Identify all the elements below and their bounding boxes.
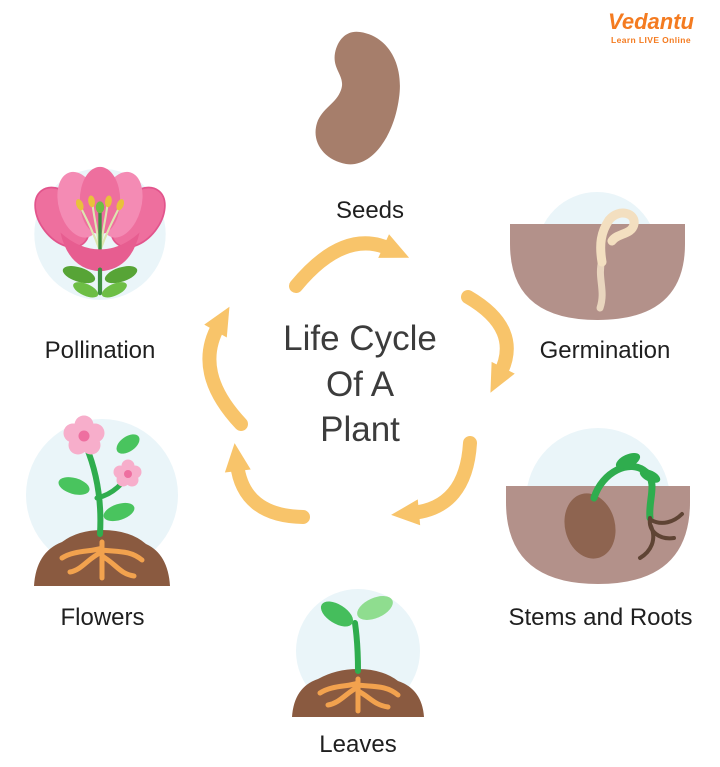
flowers-icon — [26, 415, 178, 586]
title-line-1: Life Cycle — [283, 319, 437, 358]
seed-icon — [315, 31, 400, 165]
flower-small — [113, 459, 142, 487]
stage-label-stems-roots: Stems and Roots — [508, 604, 693, 631]
title-line-2: Of A — [325, 364, 395, 404]
stems-roots-icon — [506, 428, 690, 584]
arrow-germination-to-leaves — [391, 436, 477, 526]
arrow-leaves-to-flowers — [224, 443, 310, 524]
vedantu-logo: Vedantu Learn LIVE Online — [596, 10, 706, 45]
brand-name: Vedantu — [608, 9, 694, 34]
stage-label-leaves: Leaves — [319, 731, 397, 758]
arrow-pollination-to-seeds — [289, 234, 410, 293]
brand-tagline: Learn LIVE Online — [610, 35, 691, 46]
germination-icon — [510, 192, 685, 320]
stage-label-germination: Germination — [539, 337, 671, 364]
stage-label-seeds: Seeds — [335, 197, 405, 224]
flower-large — [63, 415, 105, 455]
stage-label-pollination: Pollination — [44, 337, 156, 364]
stage-label-flowers: Flowers — [60, 604, 145, 631]
pollination-icon — [34, 166, 166, 300]
title-line-3: Plant — [320, 410, 400, 449]
leaves-icon — [292, 589, 424, 717]
page-title: Life Cycle Of A Plant — [235, 316, 485, 453]
